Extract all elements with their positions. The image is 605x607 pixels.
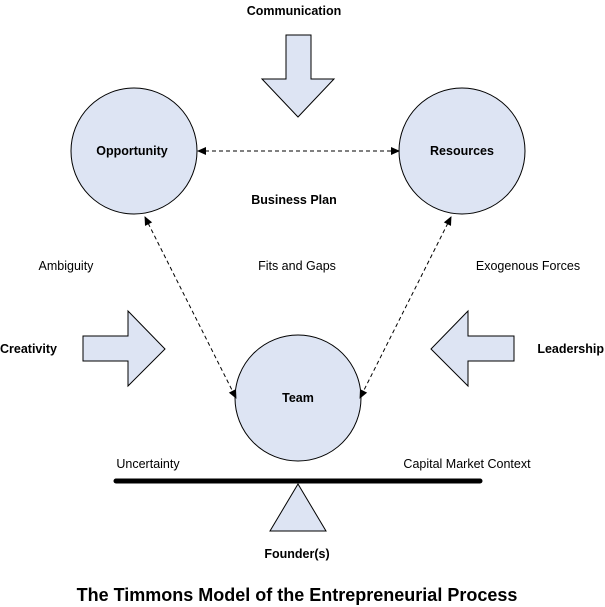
ambiguity-label: Ambiguity — [39, 259, 95, 273]
team-label: Team — [282, 391, 314, 405]
leadership-arrow — [430, 309, 515, 388]
uncertainty-label: Uncertainty — [116, 457, 180, 471]
leadership-label: Leadership — [537, 342, 604, 356]
resources-team-connector — [359, 216, 452, 399]
creativity-arrow — [82, 309, 166, 388]
communication-label: Communication — [247, 4, 341, 18]
fits-and-gaps-label: Fits and Gaps — [258, 259, 336, 273]
opportunity-label: Opportunity — [96, 144, 168, 158]
capital-market-context-label: Capital Market Context — [403, 457, 531, 471]
diagram-title: The Timmons Model of the Entrepreneurial… — [77, 585, 518, 605]
exogenous-forces-label: Exogenous Forces — [476, 259, 580, 273]
creativity-label: Creativity — [0, 342, 57, 356]
founders-label: Founder(s) — [264, 547, 329, 561]
business-plan-label: Business Plan — [251, 193, 336, 207]
communication-arrow — [260, 34, 336, 118]
resources-label: Resources — [430, 144, 494, 158]
opportunity-team-connector — [144, 216, 237, 399]
fulcrum-triangle — [269, 483, 327, 532]
